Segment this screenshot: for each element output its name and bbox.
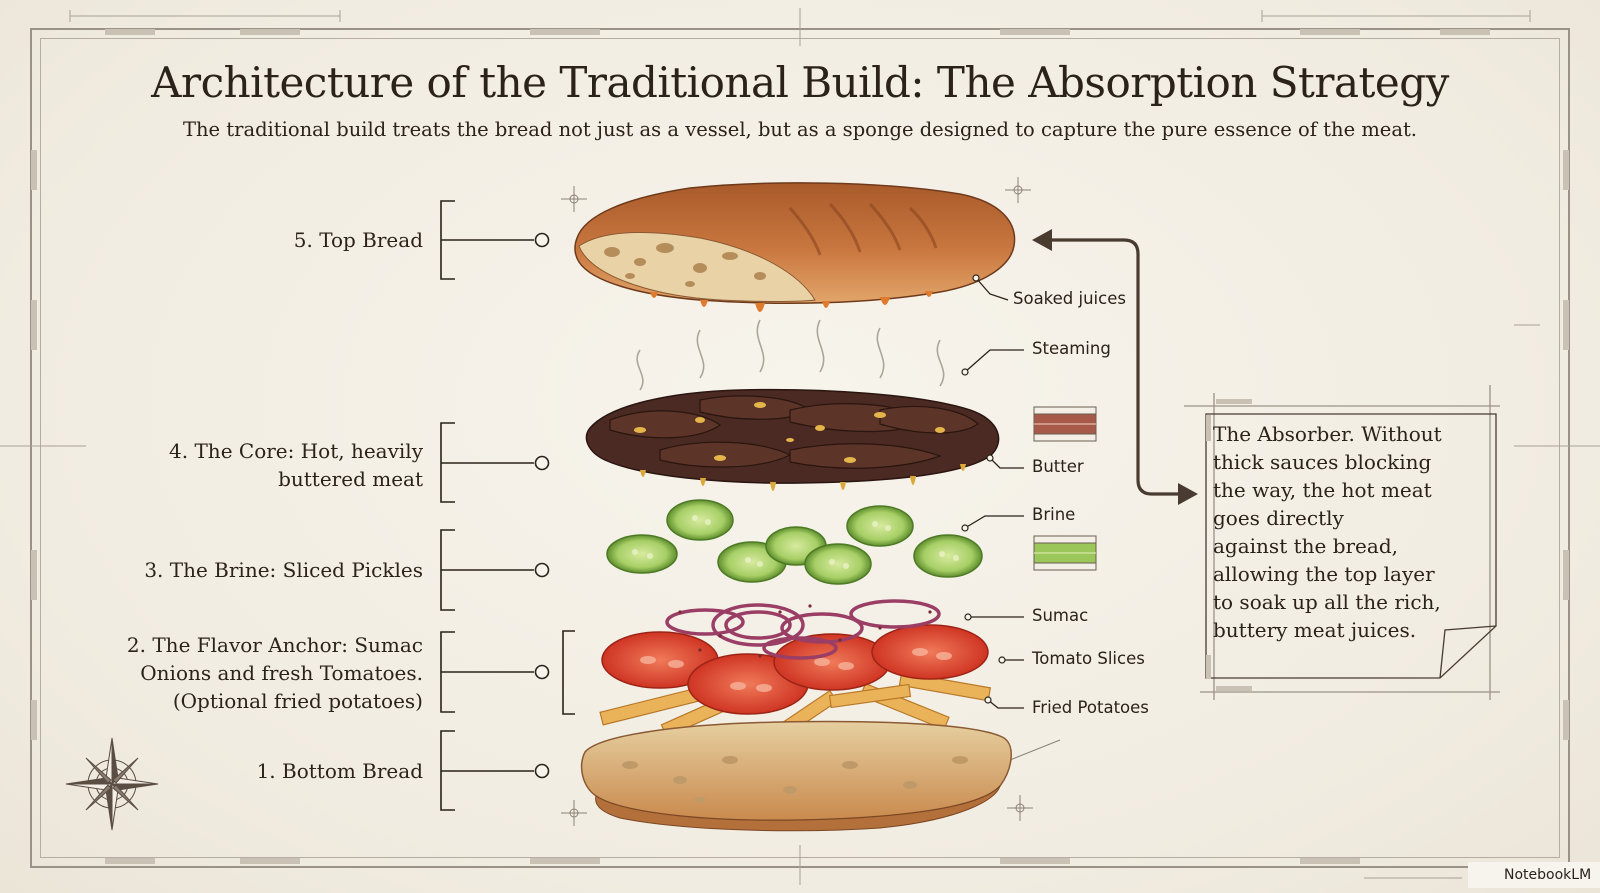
- annotation-dots: [961, 274, 1006, 704]
- arrow-head-right-icon: [1178, 483, 1198, 505]
- layer-brackets: [440, 200, 575, 811]
- sumac-specks: [678, 604, 932, 658]
- annotation-butter: Butter: [1032, 457, 1084, 476]
- brand-label: NotebookLM: [1504, 867, 1592, 883]
- callout-corner-ticks: [1206, 399, 1252, 691]
- callout-box-frame: [1184, 385, 1500, 700]
- annotation-sumac: Sumac: [1032, 606, 1089, 625]
- registration-marks: [561, 177, 1061, 826]
- annotation-steaming: Steaming: [1032, 339, 1111, 358]
- texture-swatches: [1033, 406, 1097, 571]
- steam-lines: [636, 319, 945, 391]
- arrow-head-left-icon: [1032, 229, 1052, 251]
- layer-label-top-bread: 5. Top Bread: [293, 228, 423, 252]
- dimension-lines: [0, 8, 1600, 885]
- top-bread-illustration: [574, 182, 1016, 312]
- layer-label-bottom-bread: 1. Bottom Bread: [256, 759, 423, 783]
- annotation-fried-potatoes: Fried Potatoes: [1032, 698, 1149, 717]
- tomatoes-illustration: [601, 624, 989, 715]
- bottom-bread-illustration: [580, 720, 1012, 832]
- annotation-brine: Brine: [1032, 505, 1076, 524]
- layer-label-core: 4. The Core: Hot, heavily buttered meat: [169, 439, 423, 491]
- pickles-illustration: [606, 499, 983, 585]
- page-subtitle: The traditional build treats the bread n…: [182, 118, 1418, 141]
- absorber-callout-text: The Absorber. Without thick sauces block…: [1213, 422, 1442, 642]
- meat-illustration: [585, 388, 1000, 491]
- compass-rose-icon: [65, 737, 159, 831]
- page-title: Architecture of the Traditional Build: T…: [151, 58, 1449, 107]
- layer-label-brine: 3. The Brine: Sliced Pickles: [144, 558, 423, 582]
- absorption-arrow: [1044, 238, 1186, 496]
- layer-label-flavor-anchor: 2. The Flavor Anchor: Sumac Onions and f…: [126, 633, 423, 713]
- sumac-onions-illustration: [665, 599, 941, 660]
- annotation-soaked-juices: Soaked juices: [1013, 289, 1126, 308]
- leader-endpoints: [534, 232, 550, 779]
- annotation-tomato-slices: Tomato Slices: [1032, 649, 1145, 668]
- brand-badge[interactable]: NotebookLM: [1468, 862, 1600, 888]
- annotation-leaders: [964, 277, 1024, 709]
- frame-ticks: [31, 29, 1569, 864]
